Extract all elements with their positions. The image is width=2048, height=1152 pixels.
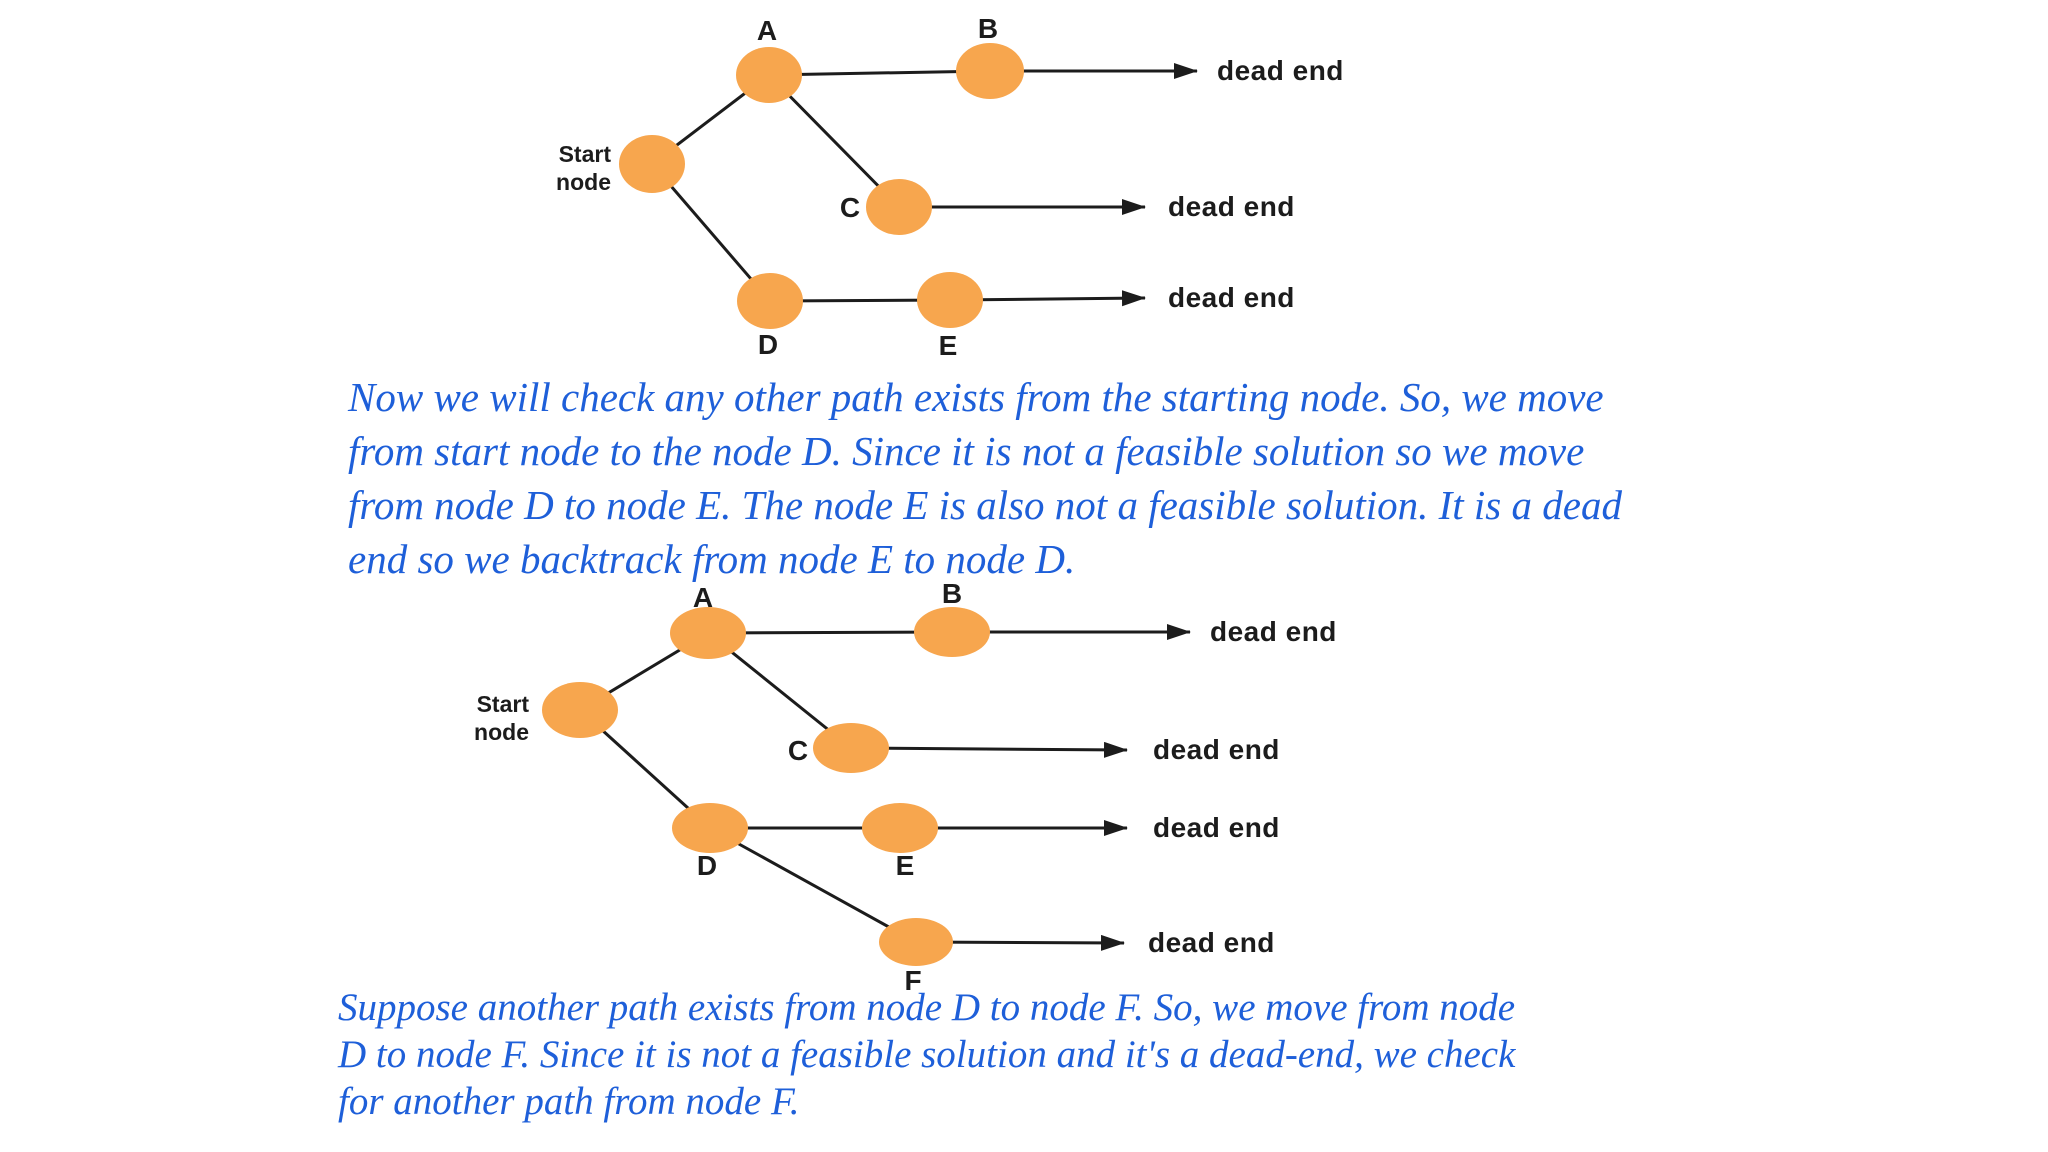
deadend-label-f: dead end (1148, 927, 1275, 958)
node-d (672, 803, 748, 853)
node-b (956, 43, 1024, 99)
node-label-c: C (840, 192, 860, 223)
node-label-f: F (904, 965, 921, 996)
deadend-label-c: dead end (1168, 191, 1295, 222)
paragraph-line: Now we will check any other path exists … (348, 374, 1604, 420)
edge-d-f (709, 826, 917, 944)
node-start (619, 135, 685, 193)
deadend-label-b: dead end (1217, 55, 1344, 86)
start-node-label-line2: node (474, 719, 529, 745)
node-f (879, 918, 953, 966)
edge-a-b (768, 69, 991, 77)
diagram-bottom: Start node A B C D E F dead end dead end… (474, 578, 1337, 996)
explanation-paragraph-2: Suppose another path exists from node D … (338, 984, 1515, 1125)
explanation-paragraph-1: Now we will check any other path exists … (348, 370, 1622, 586)
node-label-b: B (942, 578, 962, 609)
node-e (917, 272, 983, 328)
node-label-e: E (939, 330, 958, 361)
node-c (813, 723, 889, 773)
node-label-b: B (978, 13, 998, 44)
node-label-e: E (896, 850, 915, 881)
node-c (866, 179, 932, 235)
start-node-label-line1: Start (559, 141, 612, 167)
deadend-label-e: dead end (1168, 282, 1295, 313)
node-label-a: A (693, 582, 713, 613)
deadend-label-e: dead end (1153, 812, 1280, 843)
node-label-d: D (758, 329, 778, 360)
node-d (737, 273, 803, 329)
paragraph-line: for another path from node F. (338, 1080, 800, 1123)
start-node-label-line1: Start (477, 691, 530, 717)
start-node-label-line2: node (556, 169, 611, 195)
edge-a-c (767, 73, 901, 209)
deadend-label-b: dead end (1210, 616, 1337, 647)
node-label-c: C (788, 735, 808, 766)
arrow-c-deadend (850, 741, 1128, 758)
deadend-label-c: dead end (1153, 734, 1280, 765)
node-b (914, 607, 990, 657)
node-a (736, 47, 802, 103)
paragraph-line: from node D to node E. The node E is als… (348, 482, 1622, 528)
node-e (862, 803, 938, 853)
paragraph-line: Suppose another path exists from node D … (338, 986, 1516, 1029)
diagram-top: Start node A B C D E dead end dead end d… (556, 13, 1344, 361)
paragraph-line: end so we backtrack from node E to node … (348, 536, 1076, 582)
paragraph-line: from start node to the node D. Since it … (348, 428, 1585, 474)
node-label-d: D (697, 850, 717, 881)
node-label-a: A (757, 15, 777, 46)
node-start (542, 682, 618, 738)
paragraph-line: D to node F. Since it is not a feasible … (338, 1033, 1516, 1076)
edge-a-b (707, 630, 953, 635)
node-a (670, 607, 746, 659)
